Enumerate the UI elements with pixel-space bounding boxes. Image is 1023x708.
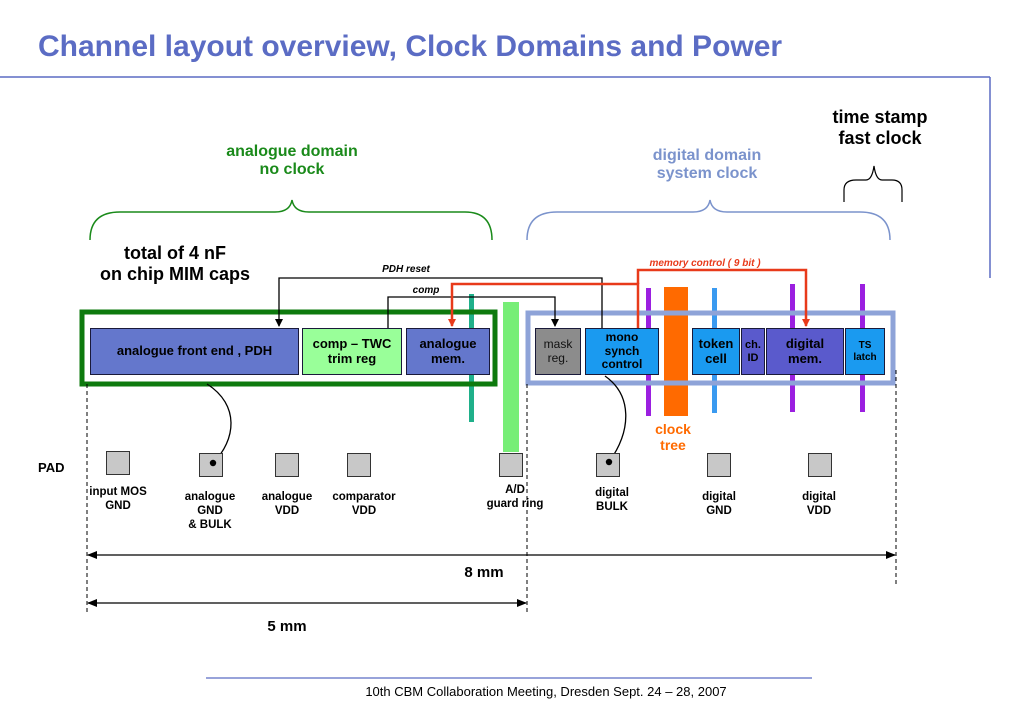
pad-ad-guard-ring [499, 453, 523, 477]
pad-label-ad-guard-ring: A/D guard ring [486, 484, 544, 510]
timestamp-brace [843, 165, 903, 202]
mim-caps-label: total of 4 nF on chip MIM caps [99, 243, 250, 284]
comp-twc-block: comp – TWC trim reg [302, 328, 402, 375]
pdh-reset-line [275, 277, 603, 330]
digital-domain-brace [526, 199, 891, 241]
pad-label-analogue-gnd-bulk: analogue GND & BULK [184, 491, 236, 531]
digital-domain-label: digital domain system clock [652, 147, 762, 183]
pad-label-comparator-vdd: comparator VDD [332, 491, 396, 517]
pad-label-input-mos-gnd: input MOS GND [89, 486, 147, 512]
mask-reg-block: mask reg. [535, 328, 581, 375]
mono-bulk-link [604, 375, 627, 463]
pad-analogue-gnd-bulk [199, 453, 223, 477]
footer-text: 10th CBM Collaboration Meeting, Dresden … [365, 684, 727, 699]
clock-tree-label: clock tree [655, 421, 691, 454]
analogue-domain-brace [89, 199, 493, 241]
dim-8mm-label: 8 mm [464, 564, 504, 581]
guard-ring-bar [503, 302, 519, 452]
pad-label-analogue-vdd: analogue VDD [261, 491, 313, 517]
digital-domain-box [525, 310, 896, 386]
ts-latch-block: TS latch [845, 328, 885, 375]
clock-tree-bar [664, 287, 688, 416]
digital-mem-block: digital mem. [766, 328, 844, 375]
pad-comparator-vdd [347, 453, 371, 477]
pad-label-digital-bulk: digital BULK [595, 487, 629, 513]
pad-analogue-vdd [275, 453, 299, 477]
dim-5mm-label: 5 mm [267, 618, 307, 635]
pad-input-mos-gnd [106, 451, 130, 475]
analogue-front-end-block: analogue front end , PDH [90, 328, 299, 375]
pad-digital-vdd [808, 453, 832, 477]
page-title: Channel layout overview, Clock Domains a… [38, 30, 783, 63]
pad-digital-gnd [707, 453, 731, 477]
analogue-domain-box [79, 309, 498, 387]
memory-control-label: memory control ( 9 bit ) [649, 258, 761, 269]
pad-digital-bulk [596, 453, 620, 477]
token-cell-block: token cell [692, 328, 740, 375]
timestamp-label: time stamp fast clock [832, 107, 928, 148]
afe-gnd-link [206, 383, 232, 464]
comp-line [387, 296, 559, 330]
pad-label-digital-gnd: digital GND [702, 491, 736, 517]
memory-control-line [448, 282, 640, 330]
analogue-mem-block: analogue mem. [406, 328, 490, 375]
analogue-domain-label: analogue domain no clock [226, 143, 358, 179]
pad-label-digital-vdd: digital VDD [802, 491, 836, 517]
mono-synch-control-block: mono synch control [585, 328, 659, 375]
pdh-reset-label: PDH reset [382, 264, 430, 275]
pad-row-label: PAD [38, 460, 65, 475]
memory-control-line-right [636, 268, 810, 327]
ch-id-block: ch. ID [741, 328, 765, 375]
comp-label: comp [412, 285, 440, 296]
